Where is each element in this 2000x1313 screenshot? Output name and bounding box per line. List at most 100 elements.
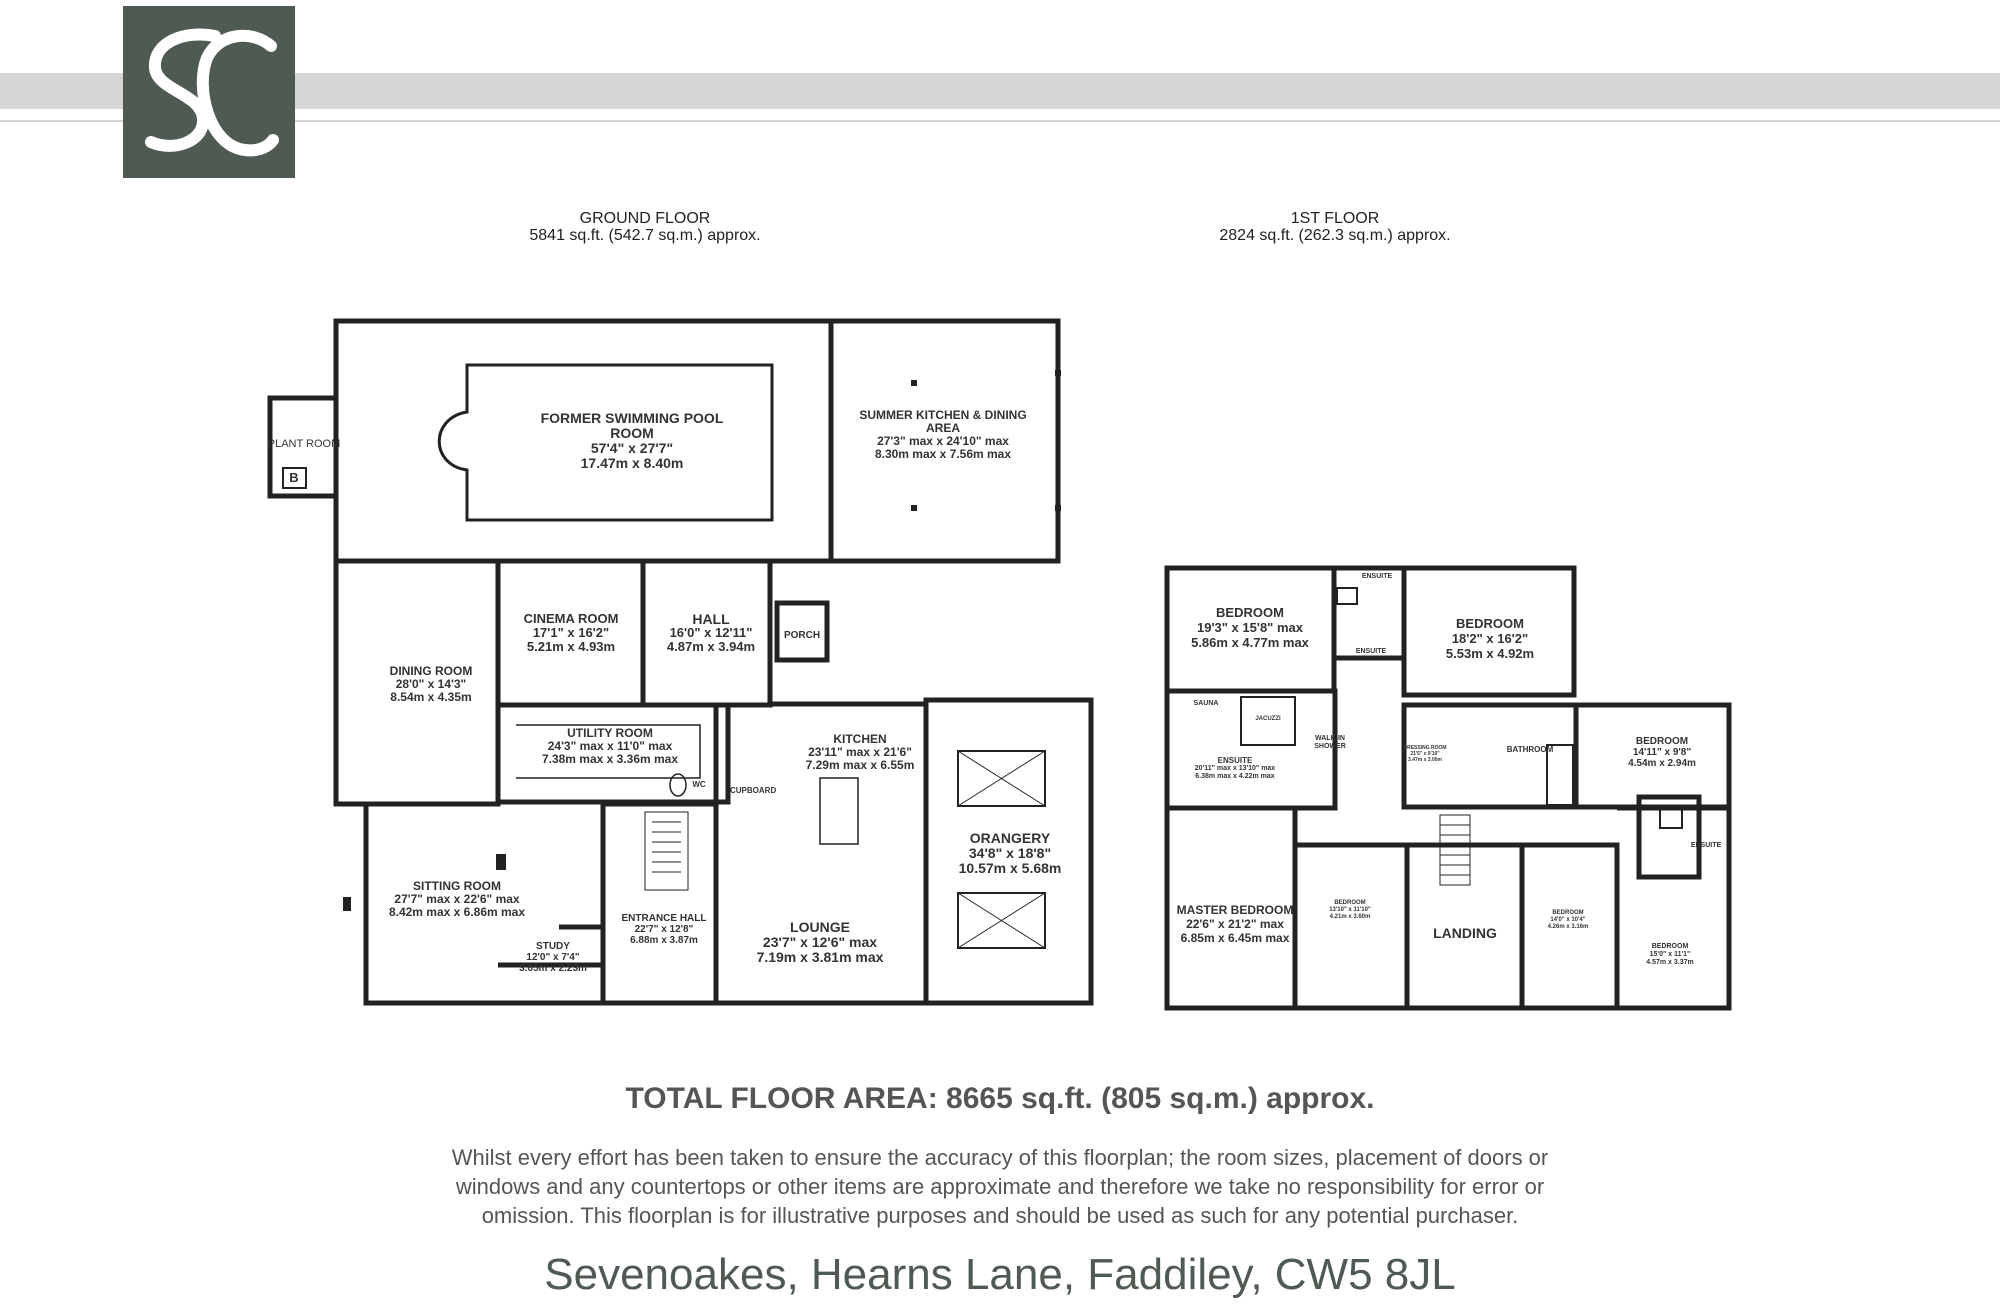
room-dim-metric: 7.38m max x 3.36m max — [541, 752, 679, 766]
disclaimer: Whilst every effort has been taken to en… — [385, 1143, 1615, 1230]
room-name: SUMMER KITCHEN & DINING — [859, 408, 1027, 422]
room-dim-imperial: 34'8" x 18'8" — [968, 845, 1052, 861]
room-dim-metric: 4.57m x 3.37m — [1646, 959, 1694, 966]
room-study: STUDY 12'0" x 7'4" 3.65m x 2.23m — [505, 941, 601, 974]
room-bedroom-5: BEDROOM 14'0" x 10'4" 4.26m x 3.16m — [1528, 910, 1608, 931]
room-name: SITTING ROOM — [413, 879, 501, 893]
room-pool: FORMER SWIMMING POOL ROOM 57'4" x 27'7" … — [512, 411, 752, 471]
room-dim-metric: 3.47m x 3.00m — [1408, 757, 1442, 763]
room-name: HALL — [692, 611, 730, 627]
room-name: WALK-IN — [1315, 735, 1345, 742]
room-ensuite-right: ENSUITE — [1690, 842, 1722, 849]
room-dim-imperial: 19'3" x 15'8" max — [1197, 620, 1303, 635]
room-landing: LANDING — [1433, 925, 1497, 941]
room-bedroom-6: BEDROOM 15'0" x 11'1" 4.57m x 3.37m — [1630, 943, 1710, 967]
ground-floor-stoves — [343, 370, 1061, 911]
room-walk-in-shower: WALK-IN SHOWER — [1305, 735, 1355, 751]
ground-floor-walls — [267, 318, 1094, 1006]
room-dim-metric: 10.57m x 5.68m — [958, 860, 1062, 876]
room-name: CINEMA ROOM — [523, 611, 619, 626]
room-dim-imperial: 15'0" x 11'1" — [1649, 951, 1691, 958]
room-jacuzzi: JACUZZI — [1255, 716, 1281, 722]
room-dim-metric: 4.21m x 3.60m — [1329, 914, 1371, 920]
room-cupboard: CUPBOARD — [730, 786, 777, 795]
first-floor-area: 2824 sq.ft. (262.3 sq.m.) approx. — [1219, 227, 1451, 244]
ground-floor-fixtures — [282, 363, 1046, 949]
room-dim-metric: 3.65m x 2.23m — [519, 963, 587, 974]
room-name: ROOM — [610, 425, 654, 441]
total-floor-area: TOTAL FLOOR AREA: 8665 sq.ft. (805 sq.m.… — [625, 1082, 1375, 1115]
room-bedroom-3: BEDROOM 14'11" x 9'8" 4.54m x 2.94m — [1600, 736, 1724, 769]
room-porch: PORCH — [783, 630, 821, 641]
room-name: BEDROOM — [1456, 616, 1524, 631]
room-dim-metric: 8.54m x 4.35m — [390, 690, 472, 704]
header-band — [0, 73, 2000, 109]
room-dim-imperial: 57'4" x 27'7" — [590, 440, 674, 456]
room-dim-imperial: 21'5" x 9'10" — [1410, 751, 1440, 757]
room-name: UTILITY ROOM — [567, 726, 653, 740]
room-dim-metric: 6.38m max x 4.22m max — [1195, 773, 1275, 780]
room-name: LOUNGE — [790, 919, 850, 935]
room-dim-imperial: 18'2" x 16'2" — [1451, 631, 1529, 646]
first-floor-header: 1ST FLOOR 2824 sq.ft. (262.3 sq.m.) appr… — [1200, 210, 1470, 244]
room-dim-metric: 6.88m x 3.87m — [630, 935, 698, 946]
room-dressing: DRESSING ROOM 21'5" x 9'10" 3.47m x 3.00… — [1395, 745, 1455, 763]
room-dim-metric: 5.86m x 4.77m max — [1191, 635, 1309, 650]
room-dim-metric: 4.87m x 3.94m — [666, 639, 756, 654]
disclaimer-line: Whilst every effort has been taken to en… — [451, 1145, 1549, 1170]
room-ensuite-top: ENSUITE — [1361, 573, 1393, 580]
room-dim-imperial: 22'7" x 12'8" — [634, 924, 694, 935]
room-sauna: SAUNA — [1193, 700, 1219, 707]
room-name: BEDROOM — [1651, 943, 1689, 950]
room-dim-metric: 8.30m max x 7.56m max — [874, 447, 1012, 461]
room-name: PLANT ROOM — [267, 438, 341, 450]
room-dim-metric: 7.29m max x 6.55m — [805, 758, 915, 772]
room-bedroom-4: BEDROOM 13'10" x 11'10" 4.21m x 3.60m — [1310, 900, 1390, 921]
room-master-ensuite: ENSUITE 20'11" max x 13'10" max 6.38m ma… — [1180, 757, 1290, 781]
property-address: Sevenoakes, Hearns Lane, Faddiley, CW5 8… — [544, 1250, 1456, 1299]
room-dim-metric: 6.85m x 6.45m max — [1180, 931, 1290, 945]
room-dim-imperial: 14'11" x 9'8" — [1632, 747, 1692, 758]
room-dim-metric: 4.26m x 3.16m — [1547, 924, 1589, 930]
room-dim-imperial: 24'3" max x 11'0" max — [547, 739, 673, 753]
header-rule — [0, 120, 2000, 122]
room-dining: DINING ROOM 28'0" x 14'3" 8.54m x 4.35m — [366, 665, 496, 704]
room-dim-imperial: 22'6" x 21'2" max — [1186, 917, 1284, 931]
first-floor-fixtures — [1240, 587, 1683, 886]
ground-floor-area: 5841 sq.ft. (542.7 sq.m.) approx. — [529, 227, 761, 244]
room-dim-metric: 5.21m x 4.93m — [526, 639, 616, 654]
room-dim-imperial: 20'11" max x 13'10" max — [1194, 765, 1276, 772]
room-dim-metric: 7.19m x 3.81m max — [756, 949, 884, 965]
room-summer-kitchen: SUMMER KITCHEN & DINING AREA 27'3" max x… — [848, 409, 1038, 461]
first-floor-walls — [1164, 565, 1732, 1011]
room-master-bedroom: MASTER BEDROOM 22'6" x 21'2" max 6.85m x… — [1170, 903, 1300, 945]
room-utility: UTILITY ROOM 24'3" max x 11'0" max 7.38m… — [510, 727, 710, 766]
room-cinema: CINEMA ROOM 17'1" x 16'2" 5.21m x 4.93m — [506, 612, 636, 654]
disclaimer-line: windows and any countertops or other ite… — [455, 1174, 1545, 1199]
room-dim-metric: 4.54m x 2.94m — [1628, 758, 1696, 769]
room-name: STUDY — [536, 941, 570, 952]
room-name: AREA — [925, 421, 960, 435]
room-name: BEDROOM — [1334, 900, 1366, 906]
room-name: KITCHEN — [833, 732, 887, 746]
room-dim-metric: 17.47m x 8.40m — [580, 455, 684, 471]
room-entrance-hall: ENTRANCE HALL 22'7" x 12'8" 6.88m x 3.87… — [612, 913, 716, 946]
ground-floor-title: GROUND FLOOR — [579, 210, 711, 227]
room-name: ENSUITE — [1217, 756, 1253, 765]
room-lounge: LOUNGE 23'7" x 12'6" max 7.19m x 3.81m m… — [740, 920, 900, 965]
agent-logo — [123, 6, 295, 178]
room-dim-metric: 8.42m max x 6.86m max — [388, 905, 526, 919]
room-dim-imperial: 23'11" max x 21'6" — [808, 745, 912, 759]
room-name: ORANGERY — [969, 830, 1051, 846]
room-hall: HALL 16'0" x 12'11" 4.87m x 3.94m — [648, 612, 774, 654]
first-floor-title: 1ST FLOOR — [1290, 210, 1380, 227]
room-name: BEDROOM — [1635, 736, 1689, 747]
room-dim-imperial: 17'1" x 16'2" — [532, 625, 610, 640]
room-bathroom: BATHROOM — [1506, 745, 1554, 754]
room-dim-metric: 5.53m x 4.92m — [1445, 646, 1535, 661]
room-bedroom-2: BEDROOM 18'2" x 16'2" 5.53m x 4.92m — [1420, 616, 1560, 661]
room-name: MASTER BEDROOM — [1176, 903, 1294, 917]
ground-floor-header: GROUND FLOOR 5841 sq.ft. (542.7 sq.m.) a… — [520, 210, 770, 244]
room-name: FORMER SWIMMING POOL — [540, 410, 724, 426]
